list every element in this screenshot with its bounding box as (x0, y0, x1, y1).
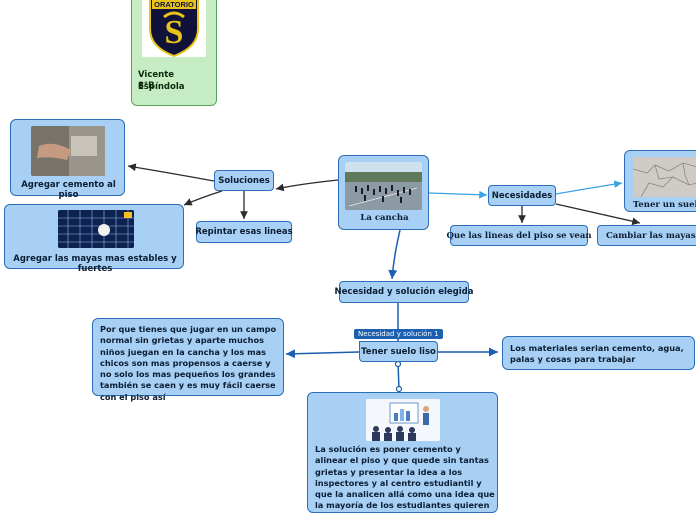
student-name: Vicente Espíndola (138, 70, 185, 92)
reason-node[interactable]: Por que tienes que jugar en un campo nor… (92, 318, 284, 402)
need-cambiar-node[interactable]: Cambiar las mayas de (597, 225, 696, 246)
connector-soluciones-cemento (127, 163, 215, 182)
mayas-photo (58, 210, 134, 248)
solution-repintar-node[interactable]: Repintar esas lineas (195, 221, 293, 243)
elegida-node[interactable]: Necesidad y solución elegida (335, 281, 473, 303)
need-suelo-node[interactable]: Tener un suelo l (624, 150, 696, 212)
connector-central-elegida (388, 229, 401, 280)
connector-necesidades-suelo (555, 180, 623, 195)
soluciones-node[interactable]: Soluciones (214, 170, 274, 191)
connector-main-left (285, 349, 360, 359)
presentation-illustration (366, 399, 440, 441)
materials-text: Los materiales serian cemento, agua, pal… (510, 343, 684, 365)
svg-text:S: S (165, 14, 184, 51)
need-lineas-node[interactable]: Que las lineas del piso se vean (446, 225, 592, 246)
solution-mayas-label: Agregar las mayas mas estables y fuertes (13, 254, 177, 274)
need-suelo-label: Tener un suelo l (633, 200, 696, 210)
connector-central-necesidades (428, 190, 488, 199)
student-card[interactable]: ORATORIO S Vicente Espíndola 8°B (131, 0, 217, 106)
solution-mayas-node[interactable]: Agregar las mayas mas estables y fuertes (4, 204, 184, 274)
connector-central-soluciones (275, 179, 339, 192)
central-label: La cancha (360, 213, 409, 223)
connector-dot-upper (394, 360, 402, 368)
connector-soluciones-mayas (183, 190, 223, 206)
central-node[interactable]: La cancha (338, 155, 429, 230)
logo-text: ORATORIO (154, 0, 194, 9)
solution-cemento-label: Agregar cemento al piso (21, 180, 116, 200)
materials-node[interactable]: Los materiales serian cemento, agua, pal… (502, 336, 695, 370)
solution-detail-text: La solución es poner cemento y alinear e… (315, 444, 495, 511)
student-grade: 8°B (138, 81, 155, 91)
suelo-photo (633, 157, 696, 197)
necesidades-node[interactable]: Necesidades (488, 185, 556, 206)
reason-text: Por que tienes que jugar en un campo nor… (100, 324, 277, 402)
solution-cemento-node[interactable]: Agregar cemento al piso (10, 119, 125, 200)
solution-detail-node[interactable]: La solución es poner cemento y alinear e… (307, 392, 498, 513)
connector-necesidades-cambiar (555, 203, 641, 226)
connector-dot-lower (395, 385, 403, 393)
cemento-photo (31, 126, 105, 176)
central-photo (345, 162, 422, 210)
school-logo: ORATORIO S (142, 0, 206, 57)
elegida-tag: Necesidad y solución 1 (354, 329, 443, 339)
elegida-main-node[interactable]: Tener suelo liso (359, 341, 438, 362)
